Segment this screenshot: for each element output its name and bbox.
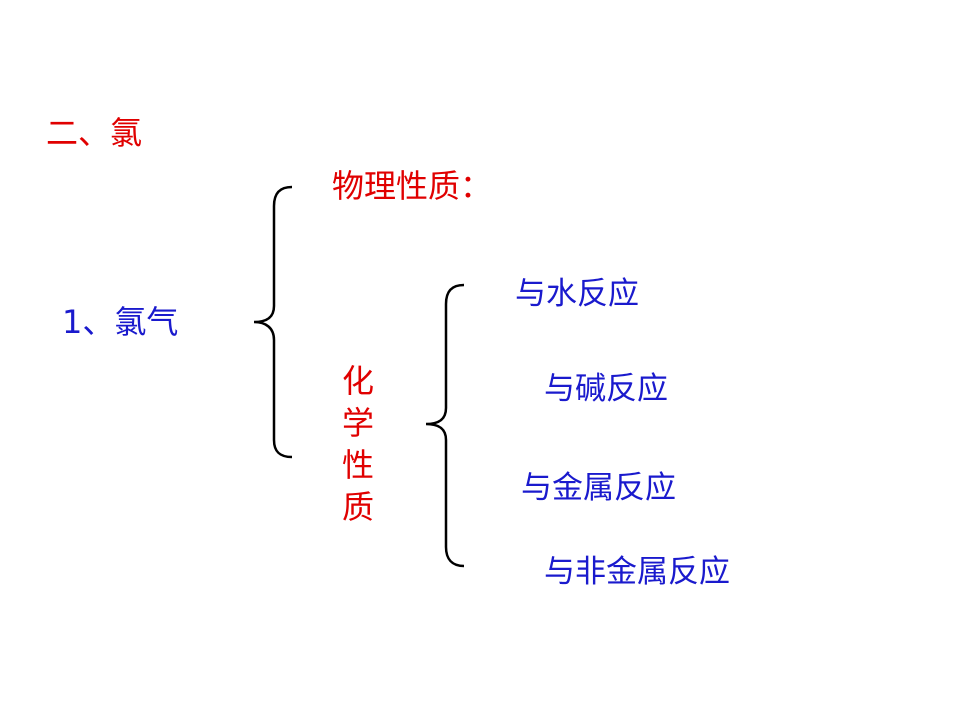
reaction-with-nonmetal: 与非金属反应 <box>544 554 730 590</box>
section-heading: 二、氯 <box>46 114 143 152</box>
chemical-properties-label: 化学性质 <box>341 362 374 526</box>
reaction-with-base: 与碱反应 <box>544 371 668 407</box>
reaction-with-water: 与水反应 <box>515 276 639 312</box>
topic-label: 1、氯气 <box>62 303 179 341</box>
reaction-with-metal: 与金属反应 <box>521 470 676 506</box>
physical-properties-label: 物理性质： <box>332 167 493 205</box>
